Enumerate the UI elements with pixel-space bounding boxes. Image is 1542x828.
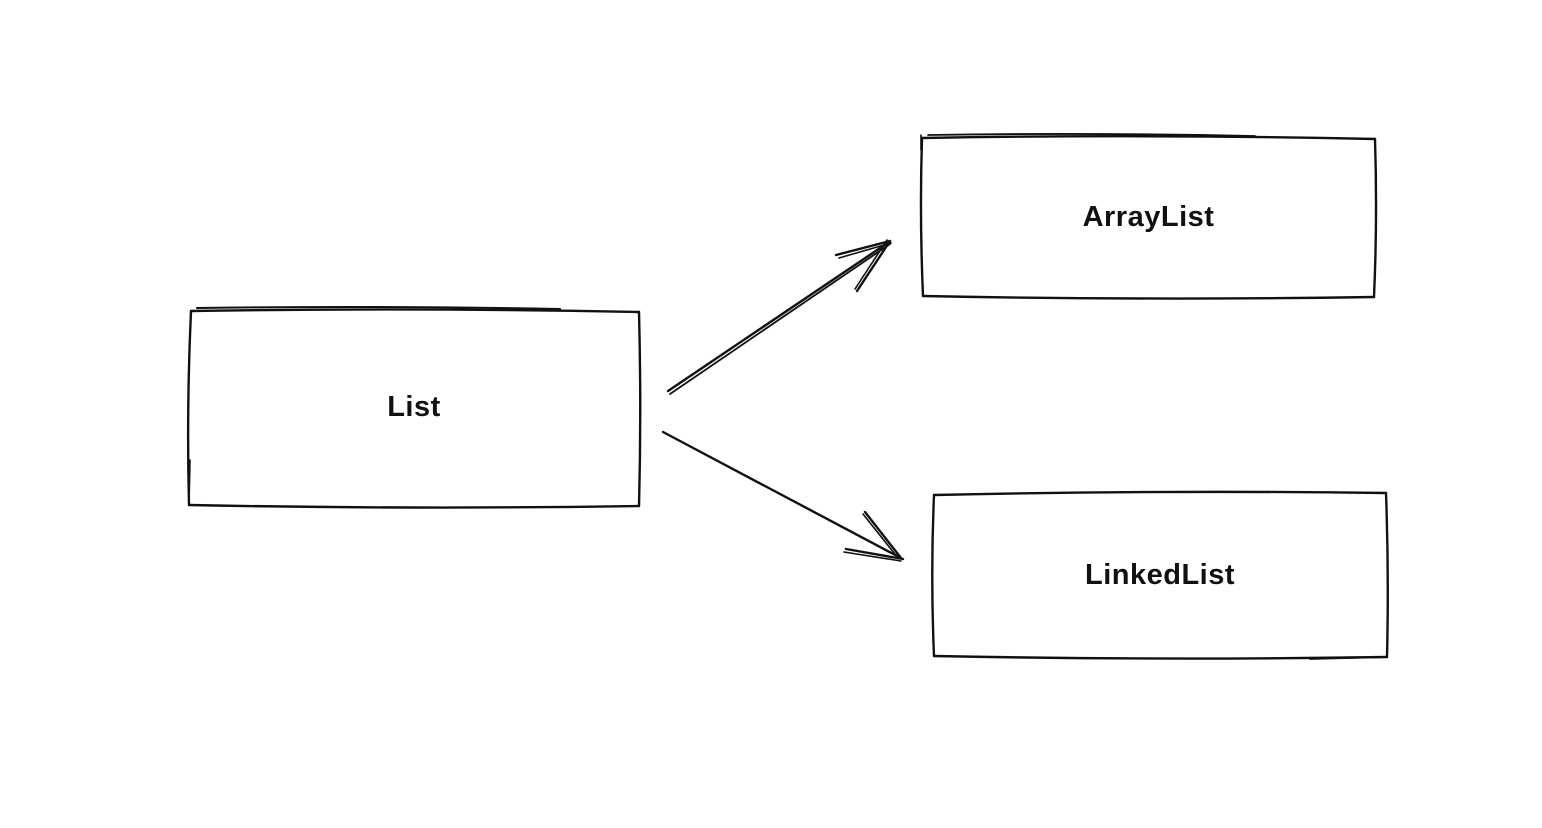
node-list-label: List <box>387 391 441 423</box>
node-linkedlist-label: LinkedList <box>1084 558 1235 591</box>
node-arraylist[interactable]: ArrayList <box>920 135 1377 299</box>
node-arraylist-label: ArrayList <box>1082 200 1215 233</box>
node-linkedlist[interactable]: LinkedList <box>932 492 1388 658</box>
edge-list-arraylist[interactable] <box>666 239 892 395</box>
edge-list-linkedlist[interactable] <box>661 430 905 562</box>
node-list[interactable]: List <box>188 308 640 507</box>
